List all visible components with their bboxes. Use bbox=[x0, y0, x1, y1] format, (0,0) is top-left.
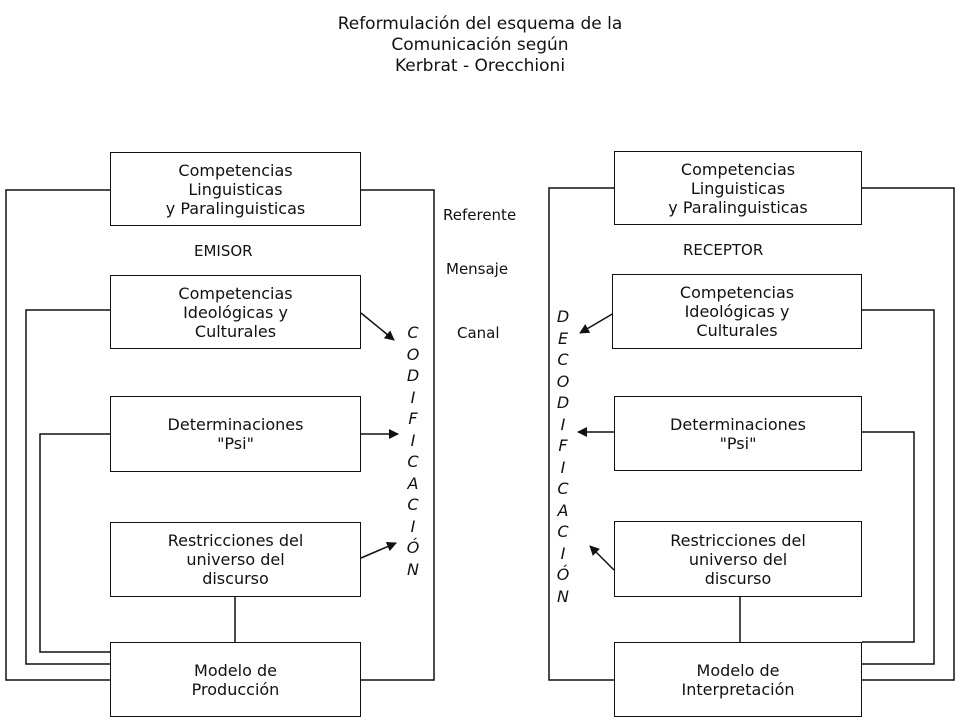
box-text-line: Modelo de bbox=[696, 660, 780, 680]
codificacion-letter: I bbox=[410, 516, 416, 536]
codificacion-letter: A bbox=[407, 473, 419, 493]
box-text-line: Linguisticas bbox=[690, 178, 786, 198]
codificacion-letter: C bbox=[407, 452, 419, 471]
box-text-line: Restricciones del bbox=[167, 531, 304, 550]
box-text-line: Producción bbox=[191, 679, 280, 699]
emisor-loop-ideologicas bbox=[25, 309, 110, 665]
emisor-competencias-linguisticas-box: Competencias Linguisticas y Paralinguist… bbox=[110, 152, 361, 226]
decodificacion-letter: Ó bbox=[556, 565, 570, 584]
receptor-arrow-ideologicas bbox=[579, 312, 615, 334]
box-text-line: Culturales bbox=[696, 321, 778, 340]
diagram-title: Reformulación del esquema de la Comunica… bbox=[0, 14, 960, 77]
codificacion-letter: C bbox=[407, 495, 419, 514]
box-text-line: Restricciones del bbox=[670, 530, 806, 550]
decodificacion-letter: F bbox=[558, 436, 568, 455]
box-text-line: Culturales bbox=[194, 321, 277, 341]
receptor-competencias-linguisticas-box: Competencias Linguisticas y Paralinguist… bbox=[614, 151, 862, 225]
emisor-competencias-ideologicas-box: Competencias Ideológicas y Culturales bbox=[110, 275, 361, 349]
box-text-line: Ideológicas y bbox=[684, 302, 790, 321]
box-text-line: y Paralinguisticas bbox=[165, 198, 306, 218]
box-text-line: "Psi" bbox=[217, 434, 254, 453]
box-text-line: Ideológicas y bbox=[183, 302, 288, 322]
title-line-3: Kerbrat - Orecchioni bbox=[394, 56, 566, 76]
box-text-line: discurso bbox=[704, 568, 772, 588]
decodificacion-letter: A bbox=[557, 500, 569, 520]
box-text-line: discurso bbox=[202, 569, 269, 588]
codificacion-letter: I bbox=[410, 387, 416, 407]
receptor-label: RECEPTOR bbox=[683, 241, 764, 259]
receptor-competencias-ideologicas-box: Competencias Ideológicas y Culturales bbox=[612, 274, 862, 349]
title-line-2: Comunicación según bbox=[391, 35, 569, 55]
codificacion-letter: F bbox=[408, 409, 418, 428]
referente-label: Referente bbox=[443, 206, 517, 224]
mensaje-label: Mensaje bbox=[446, 260, 509, 278]
decodificacion-letter: D bbox=[556, 307, 570, 326]
emisor-arrow-restricciones bbox=[360, 541, 397, 559]
codificacion-letter: I bbox=[410, 430, 416, 450]
box-text-line: universo del bbox=[186, 550, 285, 569]
decodificacion-letter: E bbox=[557, 328, 569, 348]
receptor-loop-psi bbox=[862, 431, 915, 643]
decodificacion-letter: N bbox=[557, 586, 569, 606]
decodificacion-letter: I bbox=[560, 414, 566, 434]
decodificacion-letter: C bbox=[557, 479, 569, 498]
receptor-modelo-interpretacion-box: Modelo de Interpretación bbox=[614, 642, 862, 717]
box-text-line: Competencias bbox=[680, 159, 796, 179]
emisor-label: EMISOR bbox=[194, 242, 253, 260]
emisor-modelo-produccion-box: Modelo de Producción bbox=[110, 642, 361, 717]
codificacion-letter: C bbox=[407, 323, 419, 342]
emisor-arrow-ideologicas bbox=[360, 312, 395, 341]
emisor-restricciones-box: Restricciones del universo del discurso bbox=[110, 522, 361, 597]
box-text-line: Competencias bbox=[679, 283, 795, 302]
codificacion-letter: Ó bbox=[406, 538, 420, 557]
emisor-determinaciones-psi-box: Determinaciones "Psi" bbox=[110, 396, 361, 472]
canal-label: Canal bbox=[457, 324, 500, 342]
box-text-line: Competencias bbox=[178, 283, 293, 303]
receptor-restricciones-box: Restricciones del universo del discurso bbox=[614, 521, 862, 597]
decodificacion-letter: I bbox=[560, 457, 566, 477]
decodificacion-letter: C bbox=[557, 350, 569, 369]
codificacion-letter: D bbox=[406, 366, 420, 385]
codificacion-letter: O bbox=[406, 344, 420, 364]
receptor-arrow-restricciones bbox=[589, 545, 615, 571]
box-text-line: "Psi" bbox=[719, 433, 757, 453]
box-text-line: Determinaciones bbox=[167, 415, 304, 434]
title-line-1: Reformulación del esquema de la bbox=[337, 14, 623, 34]
box-text-line: Modelo de bbox=[194, 660, 277, 680]
decodificacion-letter: D bbox=[556, 393, 570, 412]
receptor-loop-ideologicas bbox=[862, 309, 935, 665]
receptor-determinaciones-psi-box: Determinaciones "Psi" bbox=[614, 396, 862, 471]
codificacion-letter: N bbox=[407, 559, 419, 579]
box-text-line: Interpretación bbox=[681, 679, 795, 699]
decodificacion-letter: O bbox=[556, 371, 570, 391]
box-text-line: y Paralinguisticas bbox=[668, 197, 808, 217]
box-text-line: Competencias bbox=[178, 160, 293, 180]
box-text-line: universo del bbox=[688, 549, 788, 569]
box-text-line: Linguisticas bbox=[188, 179, 283, 199]
box-text-line: Determinaciones bbox=[670, 414, 806, 434]
decodificacion-letter: C bbox=[557, 522, 569, 541]
emisor-loop-psi bbox=[39, 433, 110, 653]
decodificacion-letter: I bbox=[560, 543, 566, 563]
